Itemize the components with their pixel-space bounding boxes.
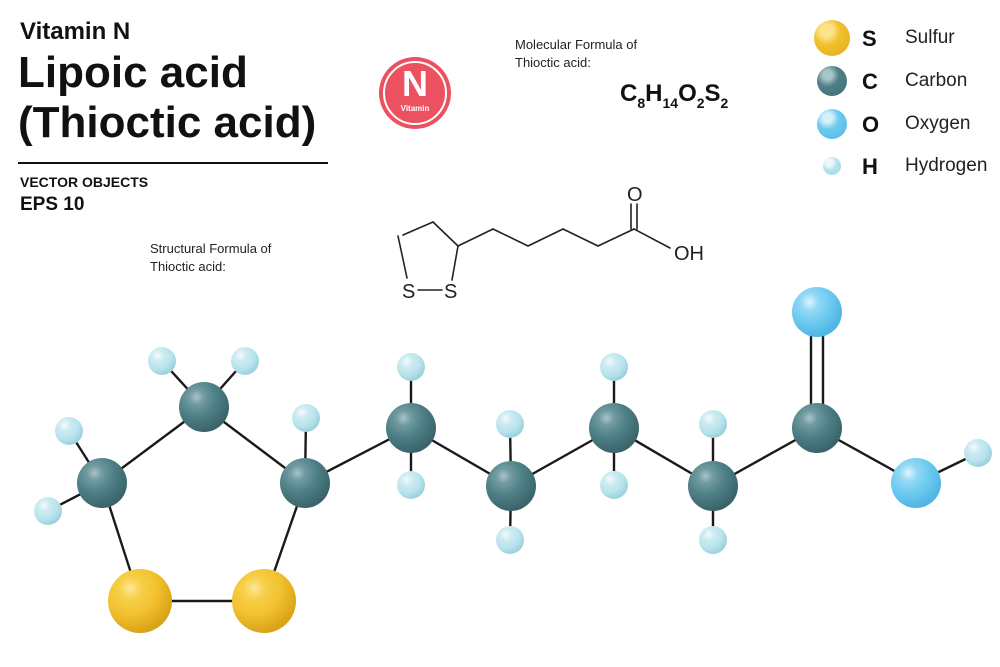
molecular-formula: C8H14O2S2	[620, 80, 729, 111]
structural-formula-caption: Structural Formula of Thioctic acid:	[150, 240, 271, 276]
legend-symbol: C	[862, 69, 878, 94]
carbon-atom	[179, 382, 229, 432]
skeletal-bond	[597, 228, 635, 247]
legend-item-hydrogen: H Hydrogen	[812, 146, 1000, 186]
skeletal-bond	[402, 221, 434, 236]
hydrogen-atom	[34, 497, 62, 525]
hydrogen-atom	[496, 410, 524, 438]
carbon-atom	[792, 403, 842, 453]
carbon-atom	[688, 461, 738, 511]
subtitle: Vitamin N	[20, 18, 131, 45]
legend-symbol: H	[862, 154, 878, 179]
vitamin-badge: N Vitamin	[379, 57, 451, 129]
oxygen-atom	[792, 287, 842, 337]
badge-caption: Vitamin	[400, 104, 430, 113]
title-underline	[18, 162, 328, 164]
skeletal-hydroxyl-label: OH	[674, 243, 704, 265]
carbon-dot-icon	[817, 66, 847, 96]
formula-el-s: S	[704, 80, 721, 107]
hydrogen-atom	[292, 404, 320, 432]
hydrogen-atom	[699, 410, 727, 438]
skeletal-bond	[492, 228, 529, 247]
molecular-caption-line-1: Molecular Formula of	[515, 37, 638, 52]
hydrogen-atom	[600, 471, 628, 499]
structural-caption-line-1: Structural Formula of	[150, 241, 272, 256]
structural-caption-line-2: Thioctic acid:	[150, 259, 226, 274]
molecular-caption-line-2: Thioctic acid:	[515, 55, 591, 70]
hydrogen-atom	[397, 353, 425, 381]
formula-el-h: H	[645, 80, 663, 107]
carbon-atom	[486, 461, 536, 511]
badge-ring	[383, 61, 447, 125]
legend-name: Oxygen	[905, 113, 971, 134]
legend-name: Sulfur	[905, 27, 955, 48]
page-title: Lipoic acid (Thioctic acid)	[18, 48, 316, 148]
legend-item-oxygen: O Oxygen	[812, 104, 1000, 144]
skeletal-bond	[457, 228, 494, 247]
formula-n-h: 14	[662, 95, 679, 111]
hydrogen-dot-icon	[823, 157, 841, 175]
skeletal-bond	[397, 235, 408, 279]
carbon-atom	[386, 403, 436, 453]
oxygen-atom	[891, 458, 941, 508]
molecular-formula-caption: Molecular Formula of Thioctic acid:	[515, 36, 637, 72]
skeletal-bond	[432, 221, 459, 247]
sulfur-dot-icon	[814, 20, 850, 56]
eps-label: EPS 10	[20, 194, 85, 215]
hydrogen-atom	[55, 417, 83, 445]
skeletal-bond	[451, 245, 459, 281]
hydrogen-atom	[964, 439, 992, 467]
formula-n-c: 8	[637, 95, 646, 111]
legend-symbol: O	[862, 112, 880, 137]
hydrogen-atom	[699, 526, 727, 554]
title-line-1: Lipoic acid	[18, 48, 248, 97]
skeletal-sulfur-label: S	[444, 281, 457, 303]
skeletal-bond	[527, 228, 564, 247]
skeletal-oxygen-label: O	[627, 184, 643, 206]
formula-n-s: 2	[720, 95, 729, 111]
vector-objects-label: VECTOR OBJECTS	[20, 174, 149, 190]
carbon-atom	[77, 458, 127, 508]
hydrogen-atom	[600, 353, 628, 381]
hydrogen-atom	[148, 347, 176, 375]
legend-item-sulfur: S Sulfur	[812, 18, 1000, 58]
hydrogen-atom	[231, 347, 259, 375]
carbon-atom	[589, 403, 639, 453]
sulfur-atom	[108, 569, 172, 633]
formula-n-o: 2	[696, 95, 705, 111]
carbon-atom	[280, 458, 330, 508]
formula-el-c: C	[620, 80, 638, 107]
hydrogen-atom	[397, 471, 425, 499]
badge-letter: N	[402, 63, 428, 104]
oxygen-dot-icon	[817, 109, 847, 139]
title-line-2: (Thioctic acid)	[18, 98, 317, 147]
legend-name: Hydrogen	[905, 155, 988, 176]
sulfur-atom	[232, 569, 296, 633]
skeletal-bond	[633, 228, 671, 249]
legend-symbol: S	[862, 26, 877, 51]
skeletal-sulfur-label: S	[402, 281, 415, 303]
legend-name: Carbon	[905, 70, 968, 91]
skeletal-bond	[562, 228, 599, 247]
formula-el-o: O	[678, 80, 697, 107]
legend-item-carbon: C Carbon	[812, 61, 1000, 101]
hydrogen-atom	[496, 526, 524, 554]
